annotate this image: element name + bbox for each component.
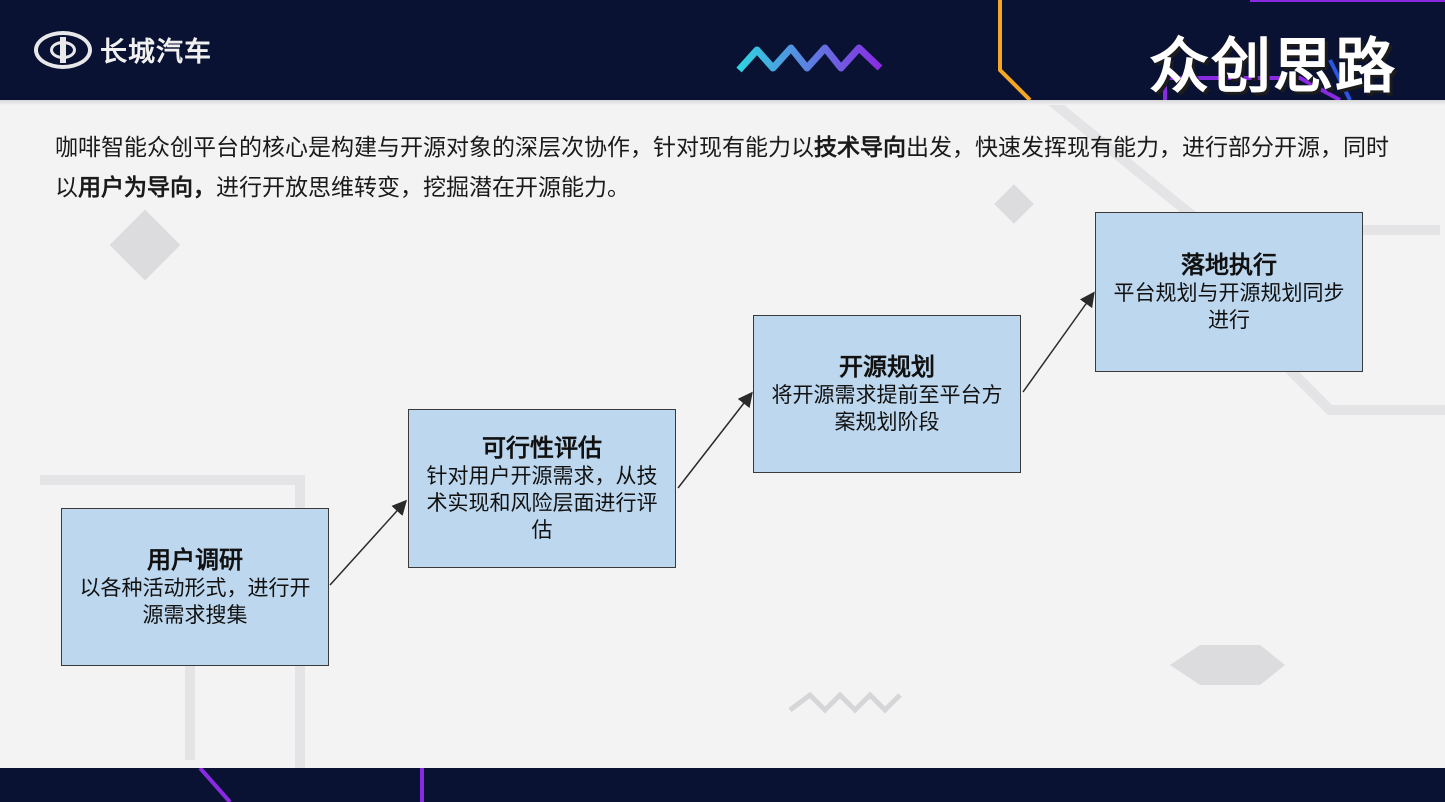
zigzag-wave-icon — [736, 44, 883, 73]
intro-bold-2: 用户为导向， — [78, 175, 216, 201]
step-box-execution: 落地执行 平台规划与开源规划同步进行 — [1095, 212, 1363, 372]
step-description: 将开源需求提前至平台方案规划阶段 — [771, 383, 1003, 434]
intro-paragraph: 咖啡智能众创平台的核心是构建与开源对象的深层次协作，针对现有能力以技术导向出发，… — [55, 128, 1405, 208]
step-description: 以各种活动形式，进行开源需求搜集 — [79, 576, 311, 627]
brand-logo: 长城汽车 — [34, 30, 212, 69]
step-title: 可行性评估 — [482, 434, 602, 462]
step-description: 针对用户开源需求，从技术实现和风险层面进行评估 — [426, 464, 658, 542]
step-box-planning: 开源规划 将开源需求提前至平台方案规划阶段 — [753, 315, 1021, 473]
intro-text-1: 咖啡智能众创平台的核心是构建与开源对象的深层次协作，针对现有能力以 — [55, 135, 814, 161]
step-title: 落地执行 — [1181, 251, 1277, 279]
intro-bold-1: 技术导向 — [814, 135, 906, 161]
footer-accent-lines — [198, 768, 424, 802]
great-wall-emblem-icon — [34, 30, 92, 69]
page-title: 众创思路 — [1149, 32, 1397, 100]
arrow-2 — [677, 391, 753, 489]
step-title: 开源规划 — [839, 353, 935, 381]
step-title: 用户调研 — [147, 546, 243, 574]
step-box-user-research: 用户调研 以各种活动形式，进行开源需求搜集 — [61, 508, 329, 666]
arrow-1 — [329, 499, 408, 586]
arrow-3 — [1022, 291, 1095, 393]
footer-bar — [0, 768, 1445, 802]
step-box-feasibility: 可行性评估 针对用户开源需求，从技术实现和风险层面进行评估 — [408, 409, 676, 568]
intro-text-2: 出发，快速发挥现有能力，进行部分开源，同时以 — [55, 135, 1389, 201]
step-description: 平台规划与开源规划同步进行 — [1113, 281, 1345, 332]
intro-text-3: 进行开放思维转变，挖掘潜在开源能力。 — [216, 175, 630, 201]
header-shadow — [0, 100, 1445, 105]
header-bar: 长城汽车 众创思路 — [0, 0, 1445, 100]
brand-name: 长城汽车 — [100, 37, 212, 68]
